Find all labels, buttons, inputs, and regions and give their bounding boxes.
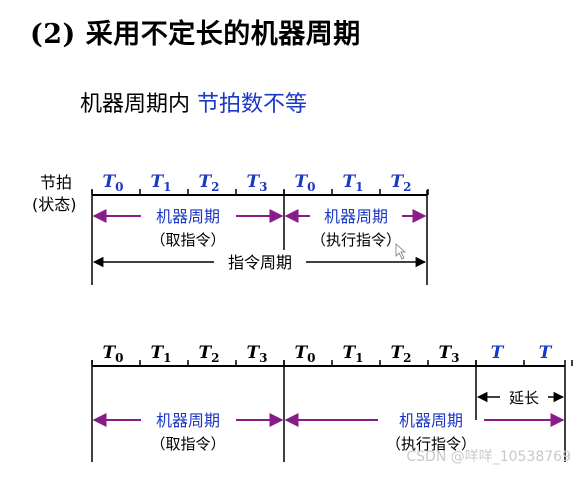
cycle2-sub-2: （执行指令） xyxy=(386,435,476,453)
tick-label: T2 xyxy=(198,172,219,194)
tick-labels-2: T0 T1 T2 T3 T0 T1 T2 T3 T T xyxy=(102,343,552,365)
tick-label: T3 xyxy=(246,172,267,194)
subtitle-line: 机器周期内 节拍数不等 xyxy=(80,86,307,118)
tick-label: T1 xyxy=(342,343,363,365)
diagram2: T0 T1 T2 T3 T0 T1 T2 T3 T T 延长 机器周期 （取指令） 机器周期 （执… xyxy=(91,343,573,462)
cycle1-title-2: 机器周期 xyxy=(156,411,220,430)
tick-label: T0 xyxy=(294,343,315,365)
tick-label: T3 xyxy=(246,343,267,365)
tick-label: T1 xyxy=(150,343,171,365)
tick-label: T1 xyxy=(342,172,363,194)
tick-label: T xyxy=(539,343,553,363)
cycle1-sub: （取指令） xyxy=(150,231,225,249)
tick-label: T3 xyxy=(438,343,459,365)
cycle2-title: 机器周期 xyxy=(324,207,388,226)
cycle2-sub: （执行指令） xyxy=(311,231,401,249)
cycle2-title-2: 机器周期 xyxy=(399,411,463,430)
tick-label: T2 xyxy=(390,172,411,194)
subtitle-prefix: 机器周期内 xyxy=(80,92,191,117)
tick-label: T2 xyxy=(390,343,411,365)
subtitle-highlight: 节拍数不等 xyxy=(197,92,308,117)
row-label-state: (状态) xyxy=(32,195,77,214)
watermark: CSDN @咩咩_10538769 xyxy=(406,449,571,465)
cycle1-sub-2: （取指令） xyxy=(150,435,225,453)
tick-label: T0 xyxy=(102,343,123,365)
instruction-cycle-label: 指令周期 xyxy=(228,253,292,272)
row-label-beat: 节拍 xyxy=(40,173,72,192)
tick-labels-1: T0 T1 T2 T3 T0 T1 T2 xyxy=(102,172,411,194)
tick-label: T0 xyxy=(102,172,123,194)
cursor-icon xyxy=(395,243,407,260)
tick-label: T0 xyxy=(294,172,315,194)
page-title: (2) 采用不定长的机器周期 xyxy=(30,19,361,50)
diagram1: 节拍 (状态) T0 T1 T2 T3 T0 T1 T2 机器周期 （取指令） 机器周期 （… xyxy=(32,172,429,285)
extension-label: 延长 xyxy=(509,389,539,407)
tick-label: T xyxy=(491,343,505,363)
tick-label: T2 xyxy=(198,343,219,365)
cycle1-title: 机器周期 xyxy=(156,207,220,226)
tick-label: T1 xyxy=(150,172,171,194)
